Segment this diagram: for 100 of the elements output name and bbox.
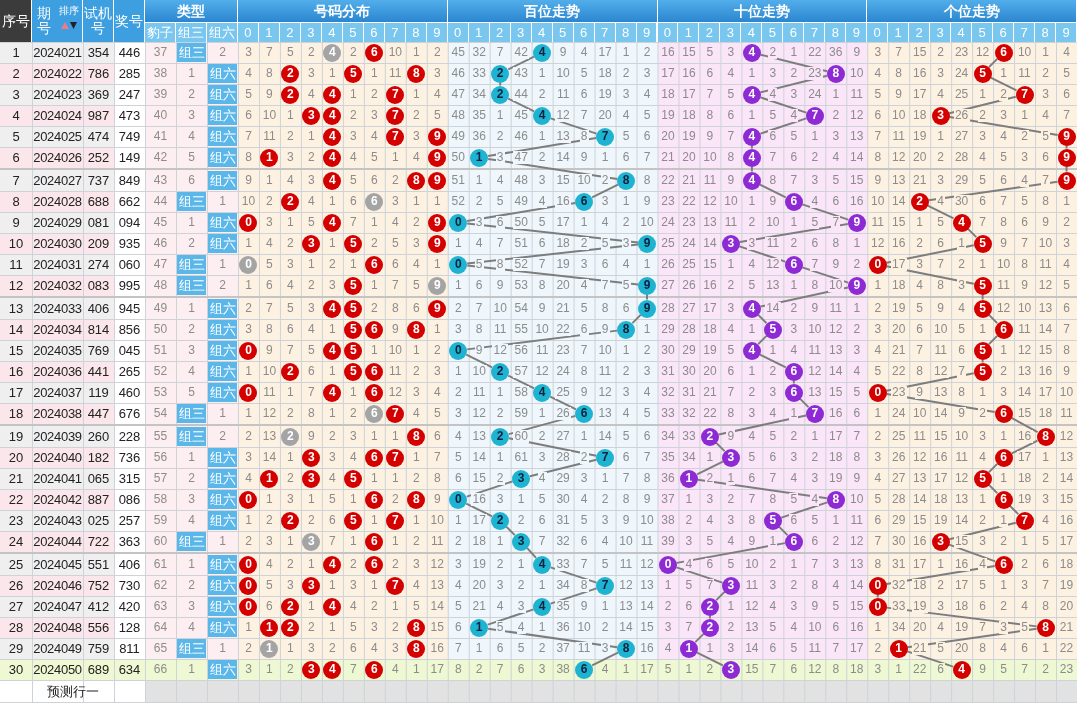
miss-count: 3 — [852, 344, 862, 357]
miss-count: 1 — [936, 558, 946, 571]
miss-count: 5 — [432, 109, 442, 122]
miss-count: 3 — [873, 323, 883, 336]
miss-count: 1 — [999, 514, 1009, 527]
miss-count: 6 — [474, 279, 484, 292]
miss-count: 4 — [915, 279, 925, 292]
miss-count: 8 — [873, 151, 883, 164]
issue-number: 2024025 — [32, 127, 83, 146]
miss-count: 3 — [726, 302, 736, 315]
miss-count: 11 — [429, 535, 446, 548]
miss-count: 2 — [516, 579, 526, 592]
trend-line — [675, 566, 724, 584]
miss-count: 3 — [187, 600, 196, 613]
column-header: 奖号 — [114, 0, 145, 42]
miss-count: 12 — [387, 386, 404, 399]
miss-count: 2 — [768, 558, 778, 571]
section-header: 百位走势 — [447, 0, 658, 22]
miss-count: 4 — [327, 472, 337, 485]
miss-count: 5 — [978, 579, 988, 592]
type-marker: 组六 — [208, 511, 237, 530]
miss-count: 14 — [555, 151, 572, 164]
column-header: 7 — [804, 22, 826, 42]
miss-count: 47 — [513, 151, 530, 164]
miss-count: 9 — [1020, 279, 1030, 292]
miss-count: 1 — [244, 407, 253, 420]
miss-count: 2 — [537, 642, 547, 655]
issue-number: 2024050 — [32, 660, 83, 679]
test-number: 252 — [86, 148, 111, 167]
miss-count: 9 — [894, 88, 904, 101]
miss-count: 4 — [789, 621, 799, 634]
miss-count: 1 — [978, 258, 988, 271]
miss-count: 9 — [579, 386, 589, 399]
draw-number: 676 — [117, 404, 142, 423]
miss-count: 1 — [369, 216, 379, 229]
miss-count: 6 — [810, 535, 820, 548]
miss-count: 1 — [621, 46, 631, 59]
miss-count: 21 — [471, 600, 488, 613]
miss-count: 9 — [600, 323, 610, 336]
miss-count: 5 — [327, 493, 337, 506]
miss-count: 6 — [999, 174, 1009, 187]
type-marker: 组六 — [208, 660, 237, 679]
miss-count: 1 — [390, 430, 400, 443]
miss-count: 8 — [768, 174, 778, 187]
miss-count: 2 — [306, 514, 316, 527]
miss-count: 16 — [471, 493, 488, 506]
miss-count: 3 — [264, 216, 274, 229]
miss-count: 20 — [555, 279, 572, 292]
miss-count: 54 — [513, 302, 530, 315]
miss-count: 8 — [936, 279, 946, 292]
miss-count: 35 — [555, 600, 572, 613]
miss-count: 4 — [747, 258, 757, 271]
miss-count: 1 — [264, 174, 274, 187]
miss-count: 1 — [747, 109, 757, 122]
issue-number: 2024033 — [32, 299, 83, 318]
miss-count: 4 — [264, 558, 274, 571]
miss-count: 1 — [600, 151, 610, 164]
miss-count: 3 — [453, 323, 463, 336]
miss-count: 1 — [327, 195, 337, 208]
miss-count: 5 — [957, 323, 967, 336]
miss-count: 7 — [264, 302, 274, 315]
miss-count: 5 — [1020, 621, 1030, 634]
miss-count: 5 — [642, 407, 652, 420]
draw-number: 315 — [117, 469, 142, 488]
miss-count: 10 — [576, 174, 593, 187]
miss-count: 1 — [327, 407, 337, 420]
miss-count: 5 — [390, 237, 400, 250]
miss-count: 1 — [705, 642, 715, 655]
miss-count: 3 — [516, 600, 526, 613]
miss-count: 4 — [369, 130, 379, 143]
miss-count: 6 — [348, 642, 358, 655]
miss-count: 12 — [429, 558, 446, 571]
miss-count: 7 — [579, 109, 589, 122]
trend-line — [487, 137, 598, 157]
miss-count: 1 — [327, 237, 337, 250]
trend-line — [738, 223, 849, 243]
miss-count: 10 — [639, 514, 655, 527]
miss-count: 5 — [579, 302, 589, 315]
miss-count: 9 — [810, 600, 820, 613]
draw-number: 730 — [117, 576, 142, 595]
miss-count: 7 — [495, 237, 505, 250]
miss-count: 4 — [285, 174, 295, 187]
miss-count: 55 — [513, 323, 530, 336]
miss-count: 1 — [495, 535, 505, 548]
miss-count: 1 — [218, 258, 227, 271]
miss-count: 3 — [495, 579, 505, 592]
row-number: 14 — [7, 320, 25, 339]
miss-count: 6 — [1062, 88, 1071, 101]
miss-count: 8 — [495, 258, 505, 271]
miss-count: 1 — [978, 386, 988, 399]
trend-line — [987, 483, 999, 495]
draw-number: 420 — [117, 597, 142, 616]
miss-count: 3 — [306, 174, 316, 187]
column-header: 4 — [741, 22, 763, 42]
miss-count: 5 — [306, 344, 316, 357]
miss-count: 7 — [432, 451, 442, 464]
miss-count: 2 — [369, 88, 379, 101]
miss-count: 1 — [978, 88, 988, 101]
miss-count: 9 — [936, 302, 946, 315]
miss-count: 1 — [348, 88, 358, 101]
